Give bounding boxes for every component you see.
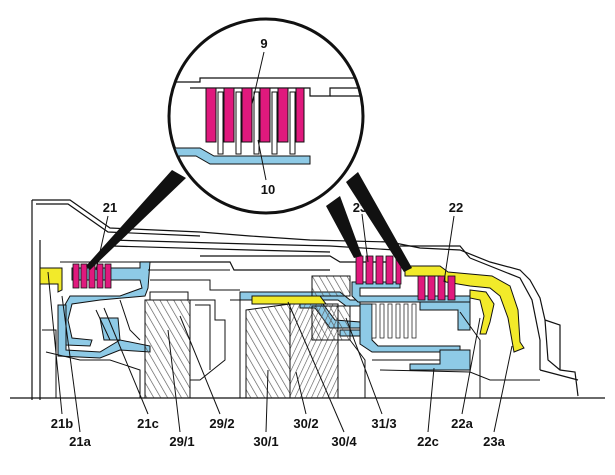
zoom-connector-left [86, 170, 186, 270]
zoom-callout [86, 17, 412, 272]
gear-29-1 [144, 299, 191, 399]
leader-lines [47, 213, 513, 433]
label-10: 10 [261, 182, 275, 197]
clutch-pack-22 [417, 275, 456, 301]
label-21: 21 [103, 200, 117, 215]
label-22c: 22c [417, 434, 439, 449]
label-30-2: 30/2 [293, 416, 318, 431]
label-21a: 21a [69, 434, 91, 449]
gear-set [144, 275, 351, 399]
gear-29-1b [149, 291, 189, 301]
piston-center [251, 295, 327, 305]
gear-31-3 [311, 275, 351, 297]
label-29-1: 29/1 [169, 434, 194, 449]
label-30-4: 30/4 [331, 434, 357, 449]
label-23: 23 [353, 200, 367, 215]
label-29-2: 29/2 [209, 416, 234, 431]
label-22a: 22a [451, 416, 473, 431]
steel-plates [371, 303, 417, 339]
label-30-1: 30/1 [253, 434, 278, 449]
zoom-connector-right [346, 172, 412, 272]
clutch-pack-23 [355, 255, 402, 285]
label-9: 9 [260, 36, 267, 51]
label-21b: 21b [51, 416, 73, 431]
label-31-3: 31/3 [371, 416, 396, 431]
internal-components [42, 269, 540, 398]
label-21c: 21c [137, 416, 159, 431]
piston-21b [39, 267, 63, 293]
transmission-housing [31, 199, 579, 400]
piston-22a [469, 289, 495, 335]
label-22: 22 [449, 200, 463, 215]
part-labels: 9 10 21 23 22 21b 21a 21c 29/1 29/2 30/1… [51, 36, 506, 449]
label-23a: 23a [483, 434, 505, 449]
